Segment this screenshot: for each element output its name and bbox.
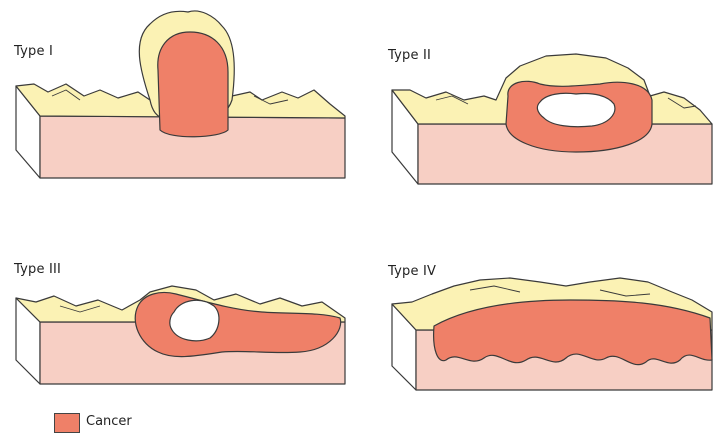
legend-cancer-label: Cancer [86,414,132,429]
legend-cancer-swatch [54,413,80,433]
